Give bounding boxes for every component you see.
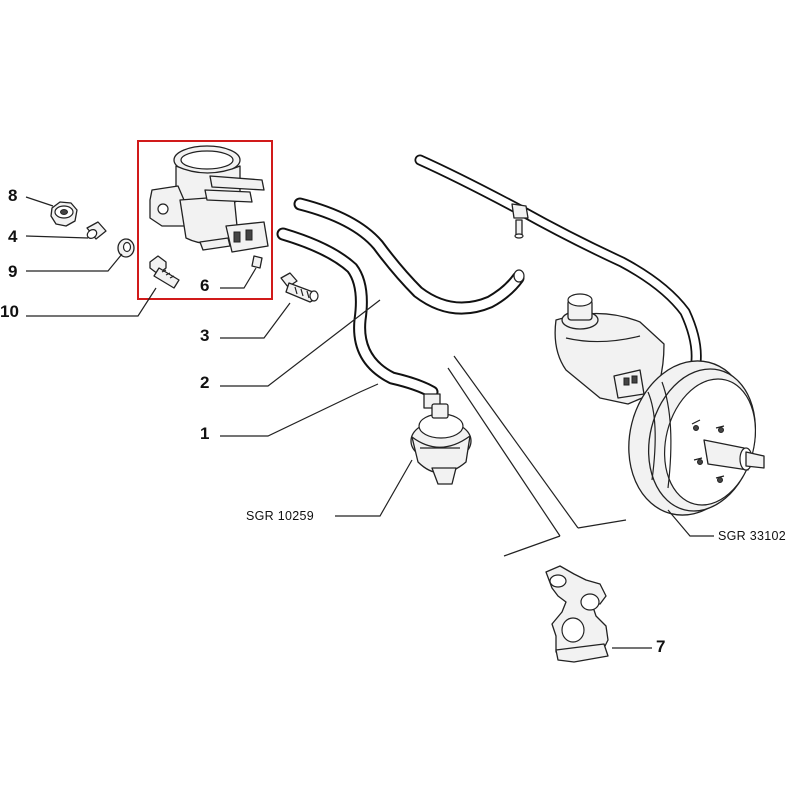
callout-7: 7 [656, 637, 665, 656]
brake-servo [628, 360, 765, 516]
leader-lines [25, 196, 714, 649]
ref-vacuum-valve: SGR 10259 [246, 509, 314, 523]
ref-brake-servo: SGR 33102 [718, 529, 786, 543]
brake-pipe [414, 154, 702, 368]
bolt-part-10 [149, 255, 180, 289]
callout-4: 4 [8, 227, 18, 246]
callout-8: 8 [8, 186, 17, 205]
vacuum-valve [410, 393, 472, 485]
callout-1: 1 [200, 424, 209, 443]
hose-part-1 [276, 227, 439, 399]
section-lines [447, 355, 627, 557]
callout-9: 9 [8, 262, 17, 281]
bushing-part-4 [86, 221, 107, 240]
clip-part-7 [545, 565, 609, 663]
callout-3: 3 [200, 326, 209, 345]
callout-2: 2 [200, 373, 209, 392]
highlight-box [137, 140, 273, 300]
callout-10: 10 [0, 302, 19, 321]
fluid-reservoir [554, 293, 665, 405]
nut-part-8 [50, 201, 78, 227]
bolt-part-3 [280, 272, 319, 303]
washer-part-9 [117, 238, 135, 258]
solenoid-valve-part-6 [149, 145, 269, 269]
callout-6: 6 [200, 276, 209, 295]
hose-part-2 [293, 197, 525, 315]
